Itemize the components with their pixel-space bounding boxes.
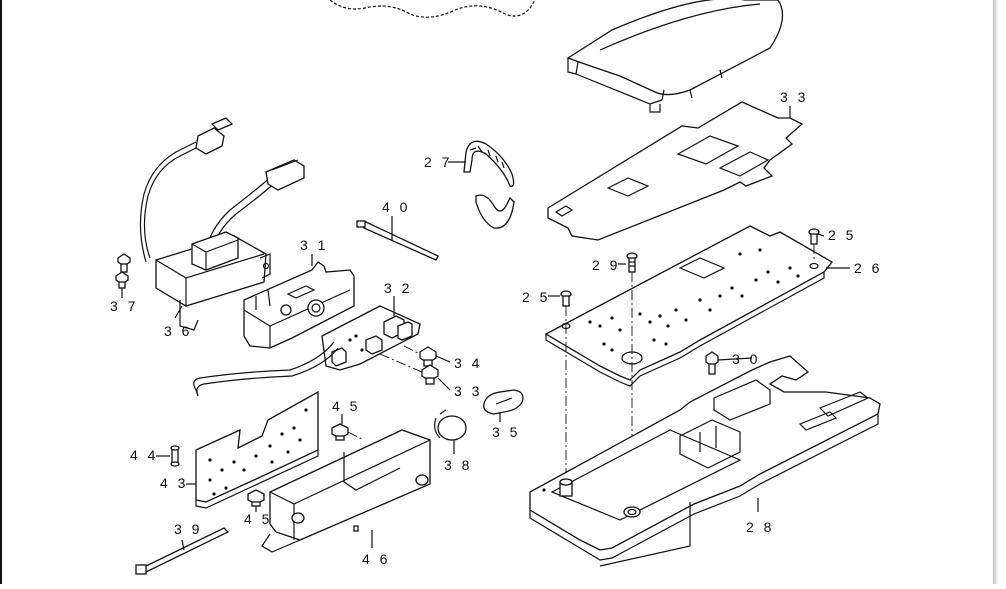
screw-45-top [331, 423, 349, 441]
callout-37: 3 7 [110, 298, 138, 314]
screws-37 [115, 253, 131, 289]
centerline-34 [403, 345, 421, 355]
callout-28: 2 8 [746, 519, 774, 535]
callout-labels: 3 3 2 5 2 6 2 7 2 8 2 9 3 0 3 1 3 2 3 3 … [110, 89, 882, 567]
cable-tie-39 [135, 527, 230, 575]
callout-40: 4 0 [382, 199, 410, 215]
callout-32: 3 2 [384, 280, 412, 296]
callout-42: 3 3 [780, 89, 808, 105]
belt-27 [463, 140, 515, 229]
wire-harness [193, 341, 339, 397]
bracket-31 [243, 261, 355, 349]
cap-35 [483, 389, 524, 415]
pcb-43-components [208, 408, 308, 496]
centerline-33 [379, 353, 423, 373]
leader-lines [121, 106, 850, 551]
callout-35: 3 5 [492, 424, 520, 440]
callout-30: 3 0 [732, 351, 760, 367]
callout-27: 2 7 [424, 154, 452, 170]
screw-30 [705, 351, 719, 375]
callout-34: 3 4 [454, 355, 482, 371]
callout-38: 3 8 [444, 457, 472, 473]
cable-tie-40 [356, 220, 439, 261]
callout-26: 2 6 [854, 260, 882, 276]
screw-34 [419, 346, 437, 367]
transformer-36 [139, 117, 305, 331]
base-chassis-28 [529, 355, 881, 567]
left-border [0, 0, 2, 584]
screw-33 [421, 364, 439, 385]
insulation-sheet-42 [547, 101, 804, 241]
screw-29 [626, 252, 638, 273]
screw-45-bottom [247, 489, 265, 507]
top-cover [566, 0, 784, 113]
pcb-components [588, 248, 800, 352]
centerline-45 [347, 431, 365, 441]
callout-45-bottom: 4 5 [244, 511, 272, 527]
break-line [329, 0, 536, 18]
callout-46: 4 6 [362, 551, 390, 567]
callout-36: 3 6 [164, 323, 192, 339]
callout-33: 3 3 [454, 383, 482, 399]
callout-43: 4 3 [160, 475, 188, 491]
callout-29: 2 9 [592, 257, 620, 273]
callout-25-right: 2 5 [828, 227, 856, 243]
diagram-canvas: 3 3 2 5 2 6 2 7 2 8 2 9 3 0 3 1 3 2 3 3 … [110, 0, 882, 575]
callout-44: 4 4 [130, 447, 158, 463]
callout-31: 3 1 [300, 237, 328, 253]
fuse-44 [170, 445, 180, 467]
callout-39: 3 9 [174, 521, 202, 537]
callout-45-top: 4 5 [332, 398, 360, 414]
right-border [993, 0, 998, 584]
callout-25-left: 2 5 [522, 289, 550, 305]
knob-38 [434, 409, 467, 441]
screw-25-left [560, 290, 572, 307]
pcb-43 [195, 390, 319, 509]
cover-46 [261, 429, 431, 553]
main-pcb-26 [544, 225, 833, 387]
screw-25-right [808, 228, 820, 245]
small-pcb-32 [321, 305, 421, 371]
